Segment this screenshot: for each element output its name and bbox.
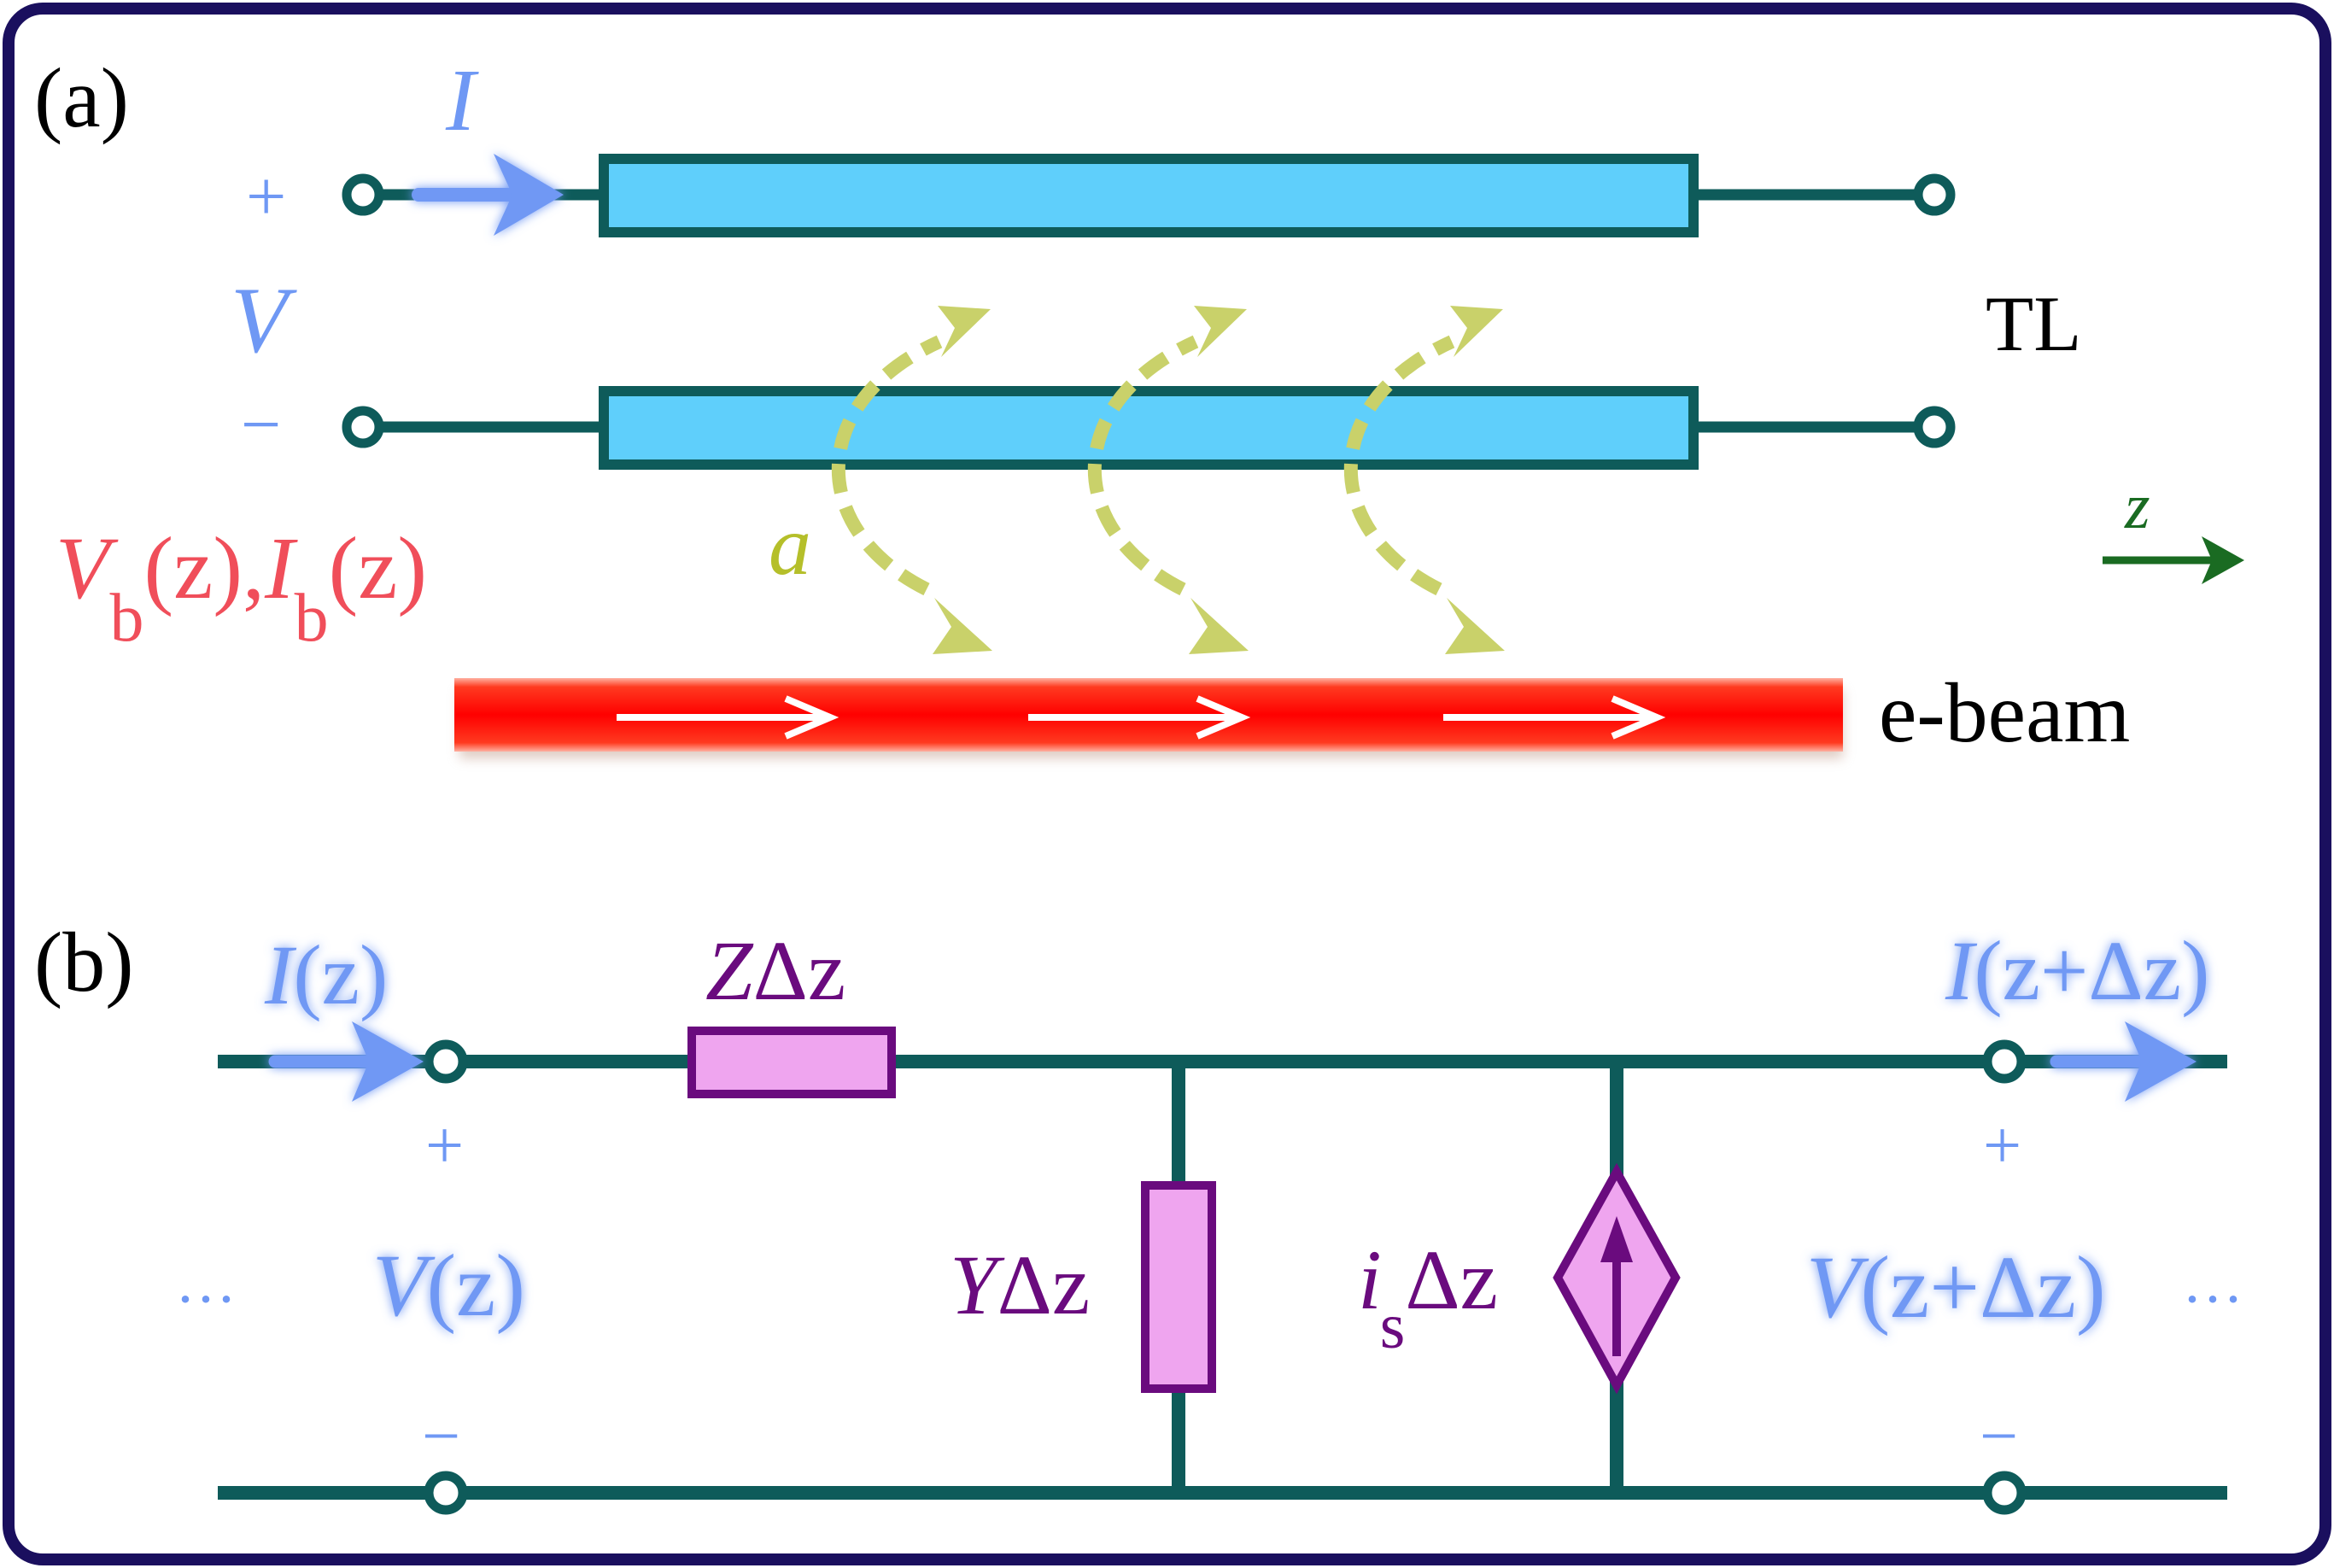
arrowhead-icon <box>1445 598 1505 654</box>
beam-quantities: Vb(z),Ib(z) <box>56 519 427 656</box>
e-beam-label: e-beam <box>1879 665 2130 760</box>
arrowhead-icon <box>933 598 992 654</box>
coupling-symbol: a <box>769 498 811 593</box>
shunt-admittance-label: YΔz <box>950 1237 1090 1332</box>
beam-direction-arrows <box>617 695 1666 740</box>
terminal-out-top <box>1982 1039 2027 1084</box>
arrowhead-icon <box>1194 306 1247 357</box>
z-axis-arrow-icon <box>2103 536 2244 584</box>
tl-bottom-conductor <box>599 386 1699 470</box>
input-voltage-label: V(z) <box>372 1237 525 1335</box>
z-axis-symbol: z <box>2124 471 2150 542</box>
beam-arrow-icon <box>1028 695 1251 740</box>
coupling-arrows <box>831 335 1455 596</box>
input-plus-sign: + <box>425 1109 464 1184</box>
panel-b: (b) ZΔz YΔz isΔz I(z) + V(z) − <box>34 915 2243 1515</box>
output-voltage-label: V(z+Δz) <box>1806 1238 2106 1337</box>
output-current-arrow-icon <box>2050 1021 2197 1102</box>
ellipsis-right: ··· <box>2182 1265 2243 1333</box>
terminal-bottom-left <box>342 406 384 448</box>
panel-b-label: (b) <box>34 915 134 1009</box>
arrowhead-icon <box>1450 306 1503 357</box>
output-current-label: I(z+Δz) <box>1945 923 2209 1018</box>
coupling-arrow-icon <box>831 335 943 596</box>
input-current-arrow-icon <box>268 1021 424 1102</box>
terminal-bottom-right <box>1913 406 1956 448</box>
panel-a: (a) I + V − TL z <box>34 50 2244 760</box>
terminal-in-top <box>424 1039 468 1084</box>
source-arrow-icon <box>1600 1216 1633 1356</box>
terminal-top-right <box>1913 173 1956 216</box>
current-source-label: isΔz <box>1358 1232 1498 1362</box>
coupling-arrow-icon <box>1343 335 1455 596</box>
beam-arrow-icon <box>617 695 839 740</box>
ellipsis-left: ··· <box>175 1265 237 1333</box>
input-minus-sign: − <box>422 1399 460 1474</box>
terminal-out-bottom <box>1982 1471 2027 1515</box>
coupling-arrowheads <box>933 306 1505 654</box>
coupling-arrow-icon <box>1087 335 1199 596</box>
minus-sign: − <box>241 385 281 465</box>
output-minus-sign: − <box>1980 1399 2018 1474</box>
series-impedance-label: ZΔz <box>705 923 845 1018</box>
terminal-top-left <box>342 173 384 216</box>
current-symbol: I <box>445 51 479 149</box>
panel-a-label: (a) <box>34 50 129 145</box>
current-arrow-icon <box>412 154 564 236</box>
series-impedance <box>687 1027 896 1098</box>
beam-arrow-icon <box>1443 695 1666 740</box>
tl-label: TL <box>1986 280 2081 367</box>
arrowhead-icon <box>1189 598 1249 654</box>
plus-sign: + <box>246 157 286 237</box>
tl-top-conductor <box>599 154 1699 237</box>
terminal-in-bottom <box>424 1471 468 1515</box>
arrowhead-icon <box>938 306 991 357</box>
outer-frame <box>3 3 2331 1565</box>
shunt-admittance <box>1141 1181 1216 1393</box>
output-plus-sign: + <box>1983 1109 2021 1184</box>
input-current-label: I(z) <box>264 927 388 1022</box>
voltage-symbol: V <box>231 268 297 372</box>
